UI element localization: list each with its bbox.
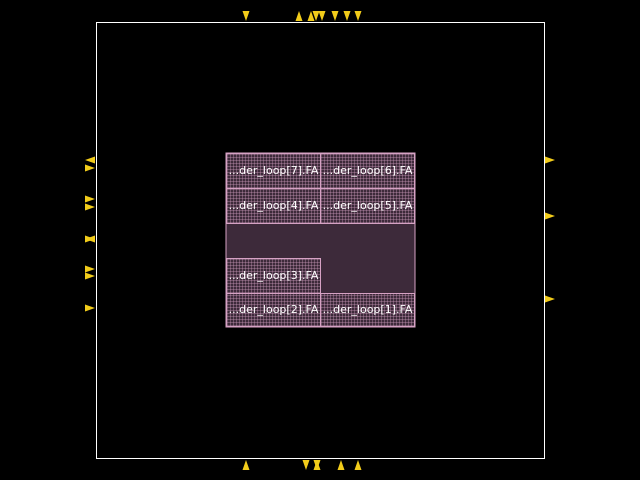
cell-fa-2[interactable]: ...der_loop[2].FA — [226, 293, 321, 327]
triangle-pin-icon[interactable] — [85, 195, 95, 203]
cell-fa-5[interactable]: ...der_loop[5].FA — [320, 188, 415, 224]
triangle-pin-icon[interactable] — [312, 11, 320, 21]
triangle-pin-icon[interactable] — [85, 203, 95, 211]
cell-label: ...der_loop[2].FA — [228, 303, 319, 316]
cell-fa-6[interactable]: ...der_loop[6].FA — [320, 153, 415, 189]
cell-label: ...der_loop[5].FA — [322, 199, 413, 212]
cell-fa-4[interactable]: ...der_loop[4].FA — [226, 188, 321, 224]
cell-fa-1[interactable]: ...der_loop[1].FA — [320, 293, 415, 327]
triangle-pin-icon[interactable] — [545, 156, 555, 164]
triangle-pin-icon[interactable] — [85, 156, 95, 164]
triangle-pin-icon[interactable] — [545, 212, 555, 220]
cell-label: ...der_loop[7].FA — [228, 164, 319, 177]
triangle-pin-icon[interactable] — [85, 265, 95, 273]
cell-fa-7[interactable]: ...der_loop[7].FA — [226, 153, 321, 189]
triangle-pin-icon[interactable] — [545, 295, 555, 303]
triangle-pin-icon[interactable] — [307, 11, 315, 21]
triangle-pin-icon[interactable] — [318, 11, 326, 21]
triangle-pin-icon[interactable] — [302, 460, 310, 470]
triangle-pin-icon[interactable] — [85, 164, 95, 172]
triangle-pin-icon[interactable] — [85, 235, 95, 243]
triangle-pin-icon[interactable] — [337, 460, 345, 470]
triangle-pin-icon[interactable] — [354, 11, 362, 21]
triangle-pin-icon[interactable] — [343, 11, 351, 21]
triangle-pin-icon[interactable] — [242, 460, 250, 470]
triangle-pin-icon[interactable] — [85, 272, 95, 280]
io-pins — [85, 11, 555, 470]
triangle-pin-icon[interactable] — [85, 304, 95, 312]
triangle-pin-icon[interactable] — [295, 11, 303, 21]
cell-label: ...der_loop[6].FA — [322, 164, 413, 177]
triangle-pin-icon[interactable] — [313, 460, 321, 470]
cell-fa-3[interactable]: ...der_loop[3].FA — [226, 258, 321, 294]
triangle-pin-icon[interactable] — [331, 11, 339, 21]
cell-label: ...der_loop[3].FA — [228, 269, 319, 282]
triangle-pin-icon[interactable] — [354, 460, 362, 470]
cell-label: ...der_loop[4].FA — [228, 199, 319, 212]
triangle-pin-icon[interactable] — [242, 11, 250, 21]
die-boundary — [96, 22, 545, 459]
cell-label: ...der_loop[1].FA — [322, 303, 413, 316]
